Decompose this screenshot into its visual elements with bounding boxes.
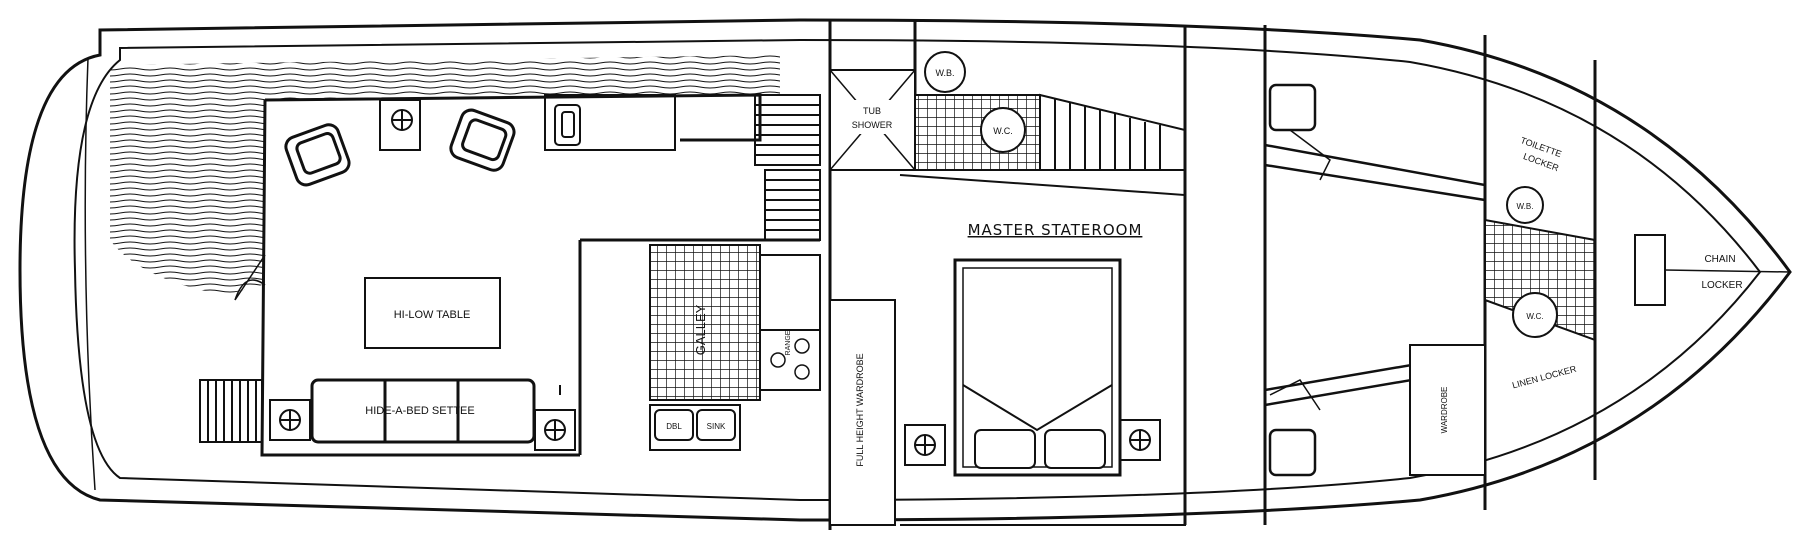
helm-chair-icon [449, 108, 516, 172]
helm-console [379, 94, 676, 151]
dbl-label: DBL [666, 422, 682, 431]
aft-head: W.B. W.C. [914, 51, 1041, 171]
hi-low-table-label: HI-LOW TABLE [394, 309, 471, 321]
tub-shower: TUB SHOWER [829, 69, 916, 171]
sink-icon: W.B. [1506, 186, 1544, 224]
range-label: RANGE [785, 330, 792, 355]
pillow-icon [1044, 429, 1106, 469]
chain-locker: CHAIN LOCKER [1634, 234, 1791, 306]
wb-fwd-label: W.B. [1517, 202, 1534, 211]
hi-low-table: HI-LOW TABLE [364, 277, 501, 349]
forward-wardrobe: WARDROBE [1409, 344, 1486, 476]
sink-icon: W.B. [924, 51, 966, 93]
forward-stairs [1039, 93, 1186, 171]
wc-aft-label: W.C. [993, 126, 1013, 136]
master-stateroom-label: MASTER STATEROOM [968, 221, 1143, 239]
wardrobe-label: WARDROBE [1440, 387, 1449, 434]
full-height-wardrobe: FULL HEIGHT WARDROBE [829, 299, 896, 526]
aft-deck-grain [110, 55, 780, 295]
stool-icon [269, 399, 311, 441]
stool-icon [904, 424, 946, 466]
pillow-icon [1268, 428, 1317, 477]
toilet-icon: W.C. [1512, 292, 1558, 338]
sink-icon: DBL SINK [649, 404, 741, 451]
ladder-icon [199, 379, 263, 443]
chain-label: CHAIN [1704, 254, 1735, 265]
hide-a-bed-settee: HIDE-A-BED SETTEE [310, 378, 536, 444]
shower-label: SHOWER [852, 120, 893, 130]
companionway-steps [754, 94, 821, 241]
helm-chair-icon [284, 123, 351, 187]
sink-label: SINK [707, 422, 726, 431]
chain-locker-label: LOCKER [1701, 280, 1742, 291]
toilet-icon: W.C. [980, 107, 1026, 153]
door-swing [234, 254, 266, 301]
master-stateroom: MASTER STATEROOM [899, 174, 1186, 526]
pillow-icon [1268, 83, 1317, 132]
full-height-wardrobe-label: FULL HEIGHT WARDROBE [855, 353, 865, 466]
stool-icon [534, 409, 576, 451]
wb-aft-label: W.B. [935, 68, 954, 78]
wc-fwd-label: W.C. [1526, 312, 1543, 321]
tub-label: TUB [863, 106, 881, 116]
settee-label: HIDE-A-BED SETTEE [365, 405, 474, 417]
galley-label: GALLEY [693, 304, 708, 355]
pillow-icon [974, 429, 1036, 469]
forward-cabin [1263, 83, 1487, 477]
galley: GALLEY RANGE DBL SINK [649, 244, 821, 451]
